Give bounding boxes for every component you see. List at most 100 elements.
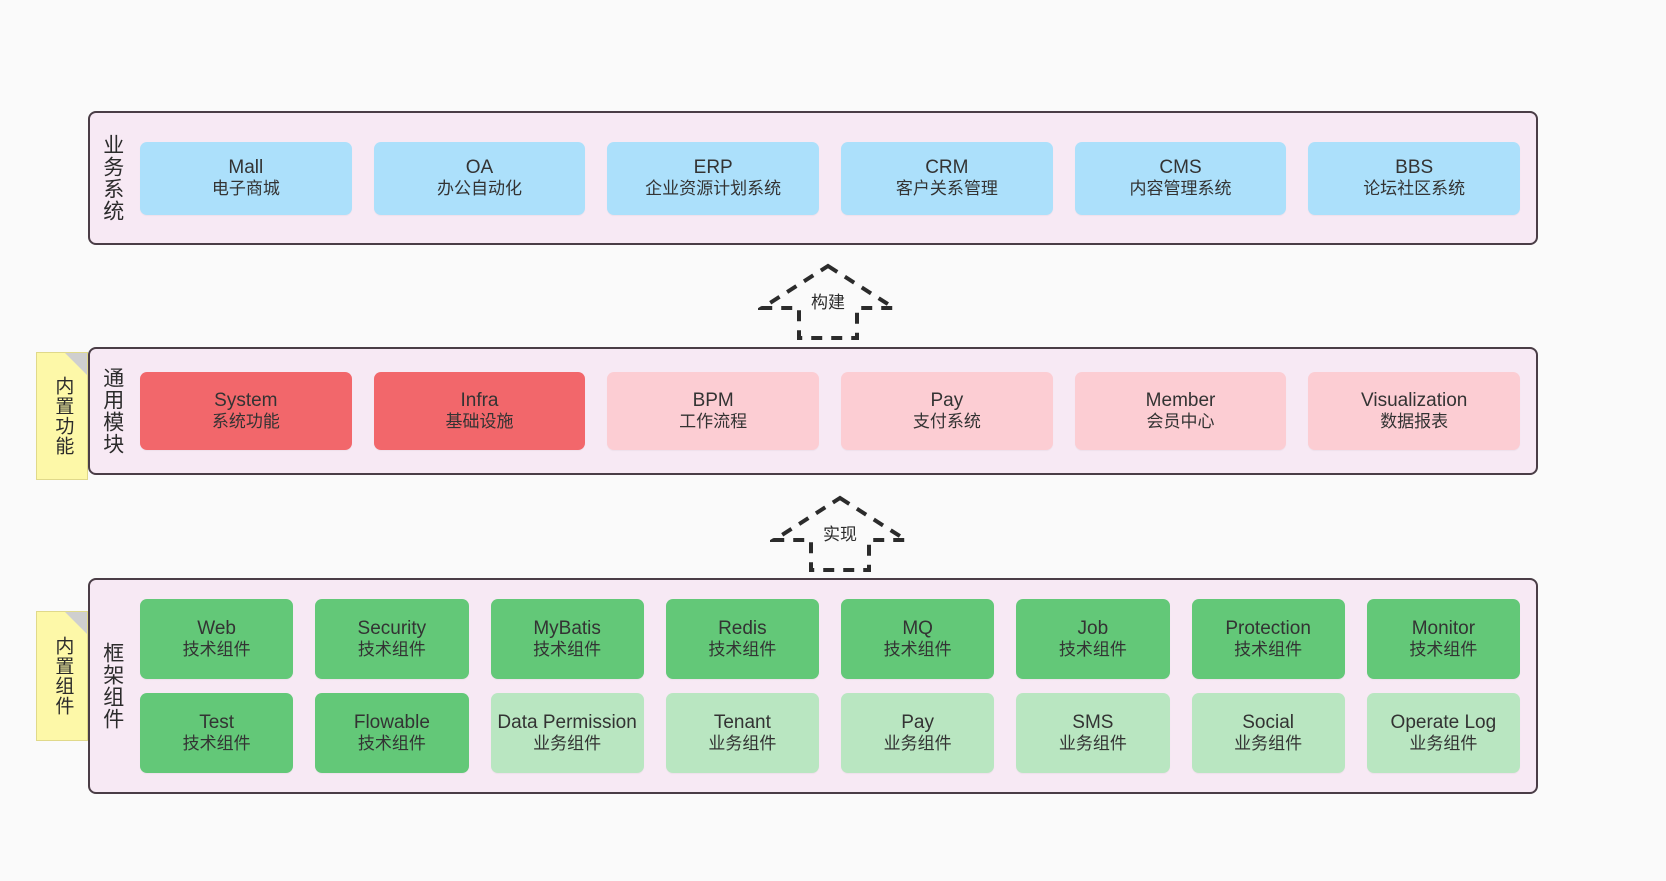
component-card-mq[interactable]: MQ 技术组件 [841, 599, 995, 679]
component-title: Test [199, 712, 235, 734]
component-card-security[interactable]: Security 技术组件 [315, 599, 469, 679]
module-subtitle: 基础设施 [445, 412, 514, 432]
layer-row: Mall 电子商城 OA 办公自动化 ERP 企业资源计划系统 CRM 客户关系… [140, 141, 1521, 215]
module-subtitle: 办公自动化 [437, 179, 522, 199]
module-title: Pay [930, 390, 964, 412]
component-title: MQ [902, 618, 933, 640]
layer-framework-component: 框架组件 Web 技术组件 Security 技术组件 MyBatis 技术组件… [88, 578, 1538, 794]
module-card-cms[interactable]: CMS 内容管理系统 [1074, 141, 1287, 215]
module-card-bpm[interactable]: BPM 工作流程 [607, 372, 820, 450]
component-card-pay[interactable]: Pay 业务组件 [841, 693, 995, 773]
component-card-social[interactable]: Social 业务组件 [1191, 693, 1345, 773]
component-subtitle: 业务组件 [1409, 734, 1478, 754]
module-title: CMS [1159, 157, 1202, 179]
module-subtitle: 工作流程 [679, 412, 748, 432]
arrow-build-label: 构建 [811, 293, 845, 312]
module-card-oa[interactable]: OA 办公自动化 [373, 141, 586, 215]
module-title: BBS [1395, 157, 1434, 179]
layer-body-common-module: System 系统功能 Infra 基础设施 BPM 工作流程 Pay 支付系统… [134, 349, 1536, 473]
component-card-protection[interactable]: Protection 技术组件 [1191, 599, 1345, 679]
component-card-redis[interactable]: Redis 技术组件 [665, 599, 819, 679]
layer-body-business-system: Mall 电子商城 OA 办公自动化 ERP 企业资源计划系统 CRM 客户关系… [134, 113, 1536, 243]
sticky-note-builtin-component: 内置组件 [36, 611, 88, 741]
component-card-job[interactable]: Job 技术组件 [1016, 599, 1170, 679]
component-card-sms[interactable]: SMS 业务组件 [1016, 693, 1170, 773]
component-title: Operate Log [1390, 712, 1497, 734]
component-card-test[interactable]: Test 技术组件 [140, 693, 294, 773]
layer-row: Web 技术组件 Security 技术组件 MyBatis 技术组件 Redi… [140, 599, 1520, 679]
module-card-system[interactable]: System 系统功能 [140, 372, 352, 450]
component-subtitle: 技术组件 [708, 640, 777, 660]
component-card-flowable[interactable]: Flowable 技术组件 [315, 693, 469, 773]
layer-common-module: 通用模块 System 系统功能 Infra 基础设施 BPM 工作流程 Pay… [88, 347, 1538, 475]
component-card-web[interactable]: Web 技术组件 [140, 599, 294, 679]
module-subtitle: 数据报表 [1380, 412, 1449, 432]
sticky-note-label: 内置组件 [52, 636, 74, 716]
component-card-operate-log[interactable]: Operate Log 业务组件 [1366, 693, 1520, 773]
module-subtitle: 系统功能 [211, 412, 280, 432]
arrow-build: 构建 [758, 262, 898, 340]
component-title: SMS [1072, 712, 1114, 734]
component-card-monitor[interactable]: Monitor 技术组件 [1366, 599, 1520, 679]
module-title: CRM [925, 157, 969, 179]
dashed-hollow-arrow-up-icon [770, 495, 910, 572]
module-card-pay[interactable]: Pay 支付系统 [841, 372, 1053, 450]
component-subtitle: 业务组件 [883, 734, 952, 754]
arrow-implement: 实现 [770, 494, 910, 572]
component-subtitle: 技术组件 [182, 640, 251, 660]
module-title: Infra [460, 390, 499, 412]
module-card-crm[interactable]: CRM 客户关系管理 [841, 141, 1053, 215]
layer-body-framework-component: Web 技术组件 Security 技术组件 MyBatis 技术组件 Redi… [134, 580, 1536, 792]
module-card-mall[interactable]: Mall 电子商城 [140, 141, 352, 215]
component-subtitle: 业务组件 [1234, 734, 1303, 754]
module-subtitle: 电子商城 [211, 179, 280, 199]
module-subtitle: 客户关系管理 [895, 179, 998, 199]
module-title: System [214, 390, 278, 412]
module-card-member[interactable]: Member 会员中心 [1074, 372, 1287, 450]
component-subtitle: 技术组件 [883, 640, 952, 660]
module-title: Mall [228, 157, 264, 179]
component-card-mybatis[interactable]: MyBatis 技术组件 [490, 599, 644, 679]
layer-row: System 系统功能 Infra 基础设施 BPM 工作流程 Pay 支付系统… [140, 372, 1521, 450]
component-card-data-permission[interactable]: Data Permission 业务组件 [490, 693, 644, 773]
component-subtitle: 技术组件 [357, 640, 426, 660]
sticky-note-label: 内置功能 [52, 376, 74, 456]
component-subtitle: 技术组件 [357, 734, 426, 754]
component-title: Data Permission [497, 712, 637, 734]
module-card-infra[interactable]: Infra 基础设施 [373, 372, 586, 450]
layer-business-system: 业务系统 Mall 电子商城 OA 办公自动化 ERP 企业资源计划系统 CRM… [88, 111, 1538, 245]
component-card-tenant[interactable]: Tenant 业务组件 [665, 693, 819, 773]
module-title: Visualization [1361, 390, 1468, 412]
component-subtitle: 业务组件 [708, 734, 777, 754]
component-title: Flowable [353, 712, 430, 734]
sticky-note-builtin-function: 内置功能 [36, 352, 88, 480]
component-title: Monitor [1411, 618, 1476, 640]
module-title: Member [1145, 390, 1216, 412]
module-title: BPM [692, 390, 734, 412]
module-title: ERP [693, 157, 733, 179]
component-title: MyBatis [533, 618, 601, 640]
component-subtitle: 技术组件 [533, 640, 602, 660]
component-title: Redis [718, 618, 767, 640]
component-title: Job [1077, 618, 1109, 640]
component-title: Protection [1225, 618, 1311, 640]
module-card-visualization[interactable]: Visualization 数据报表 [1308, 372, 1521, 450]
component-subtitle: 技术组件 [1234, 640, 1303, 660]
component-title: Security [357, 618, 427, 640]
component-title: Social [1242, 712, 1294, 734]
component-subtitle: 业务组件 [533, 734, 602, 754]
module-subtitle: 内容管理系统 [1129, 179, 1232, 199]
layer-row: Test 技术组件 Flowable 技术组件 Data Permission … [140, 693, 1520, 773]
component-title: Pay [901, 712, 934, 734]
component-title: Web [197, 618, 236, 640]
layer-label-framework-component: 框架组件 [100, 642, 124, 730]
module-title: OA [465, 157, 494, 179]
arrow-implement-label: 实现 [823, 525, 857, 544]
folded-corner-icon [65, 353, 87, 375]
component-subtitle: 技术组件 [1409, 640, 1478, 660]
module-card-bbs[interactable]: BBS 论坛社区系统 [1308, 141, 1521, 215]
module-subtitle: 论坛社区系统 [1363, 179, 1466, 199]
module-card-erp[interactable]: ERP 企业资源计划系统 [607, 141, 820, 215]
layer-label-common-module: 通用模块 [100, 367, 124, 455]
